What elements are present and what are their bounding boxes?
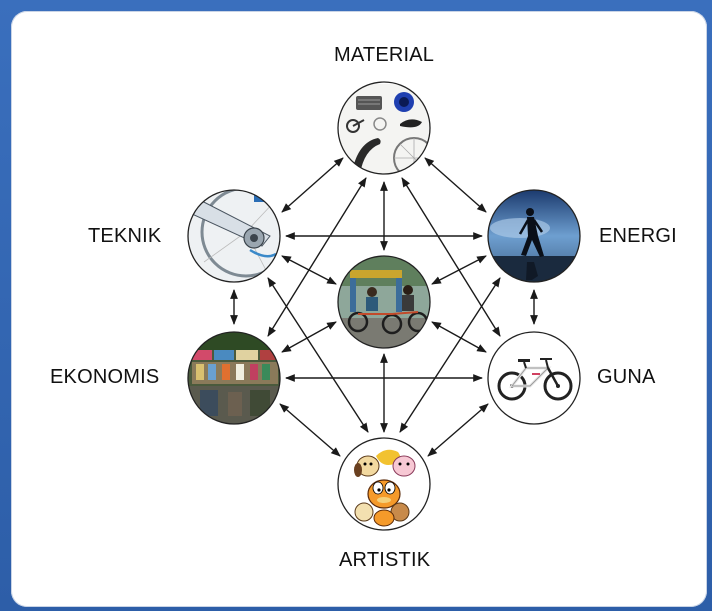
material-image (337, 81, 431, 175)
teknik-image (187, 189, 281, 283)
arrow-teknik-center (281, 255, 337, 285)
ekonomis-image (187, 331, 281, 425)
center-image (337, 255, 431, 349)
arrow-center-guna (431, 321, 487, 353)
artistik-image (337, 437, 431, 531)
arrow-ekonomis-artistik (279, 403, 341, 457)
label-energi: ENERGI (599, 225, 677, 247)
arrow-center-ekonomis (281, 321, 337, 353)
arrow-material-teknik (281, 157, 344, 213)
arrow-guna-artistik (427, 403, 489, 457)
arrow-material-energi (424, 157, 487, 213)
label-material: MATERIAL (334, 44, 435, 66)
label-artistik: ARTISTIK (339, 549, 431, 571)
label-teknik: TEKNIK (88, 225, 162, 247)
arrow-energi-artistik (399, 277, 501, 433)
label-guna: GUNA (597, 366, 656, 388)
energi-image (487, 189, 581, 283)
connection-arrows (230, 157, 538, 457)
label-ekonomis: EKONOMIS (50, 366, 160, 388)
arrow-energi-center (431, 255, 487, 285)
guna-image (487, 331, 581, 425)
arrow-teknik-artistik (267, 277, 369, 433)
